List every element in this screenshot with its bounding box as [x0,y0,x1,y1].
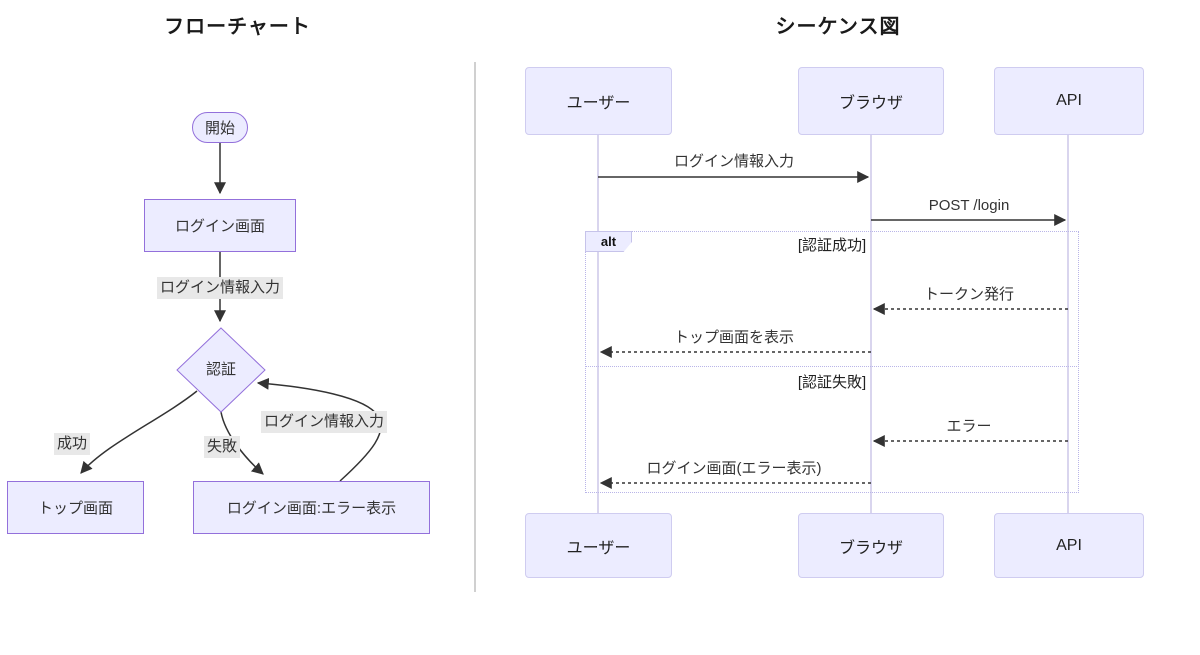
message-label-2: POST /login [928,197,1010,214]
sequence-title: シーケンス図 [775,16,901,38]
edge-label-login-input: ログイン情報入力 [156,277,284,299]
actor-user-top: ユーザー [525,67,672,135]
actor-browser-bottom: ブラウザ [798,513,944,578]
lifeline-browser [870,135,872,513]
node-auth-label: 認証 [205,361,236,378]
edge-label-failure: 失敗 [204,436,241,458]
alt-section-divider [585,366,1079,367]
actor-api-top: API [994,67,1144,135]
guard-failure: [認証失敗] [797,374,867,391]
edge-label-success: 成功 [54,433,91,455]
message-label-4: トップ画面を表示 [673,329,795,346]
node-top-screen: トップ画面 [7,481,144,534]
actor-api-bottom: API [994,513,1144,578]
auth-diamond-shape [176,327,266,413]
guard-success: [認証成功] [797,237,867,254]
message-label-1: ログイン情報入力 [673,153,795,170]
actor-user-bottom: ユーザー [525,513,672,578]
node-error-screen: ログイン画面:エラー表示 [193,481,430,534]
flowchart-title: フローチャート [164,16,311,38]
alt-label-tab: alt [585,231,632,252]
message-label-5: エラー [946,418,992,435]
node-start: 開始 [192,112,248,143]
panel-divider [474,62,476,592]
alt-frame [585,231,1079,493]
edge-label-retry-input: ログイン情報入力 [260,411,388,433]
node-login-screen: ログイン画面 [144,199,296,252]
lifeline-api [1067,135,1069,513]
message-label-3: トークン発行 [923,286,1015,303]
actor-browser-top: ブラウザ [798,67,944,135]
lifeline-user [597,135,599,513]
edge-auth-to-top [80,390,198,474]
message-label-6: ログイン画面(エラー表示) [646,460,822,477]
